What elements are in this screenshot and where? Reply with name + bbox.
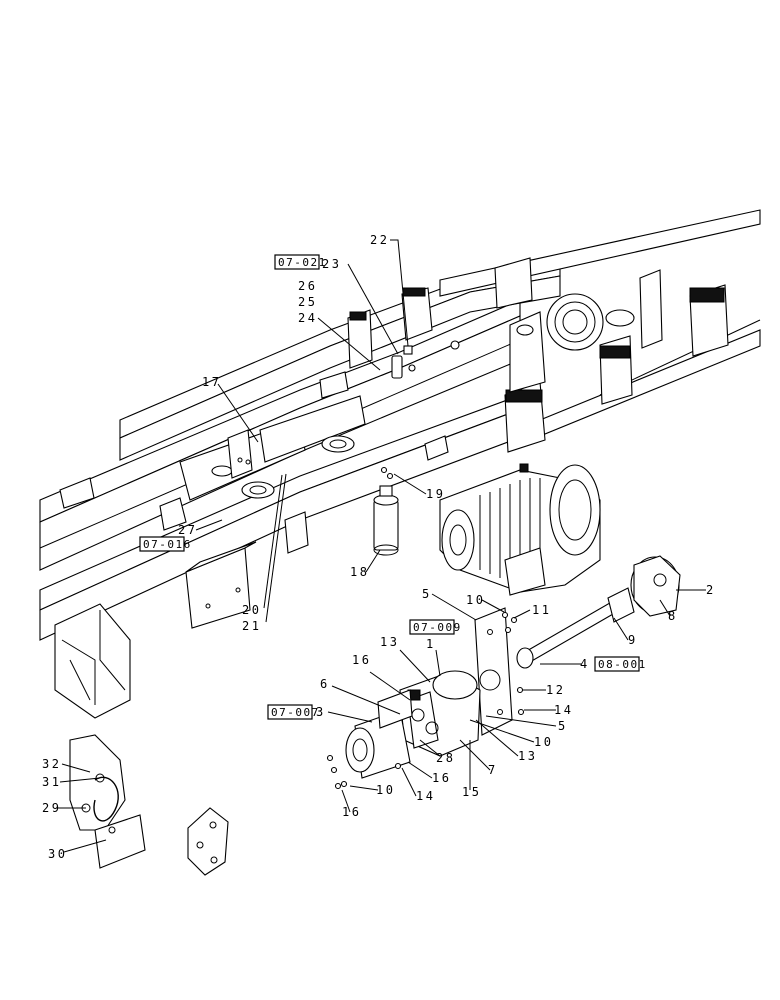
callout-21: 21 bbox=[242, 619, 261, 633]
callout-2: 2 bbox=[706, 583, 716, 597]
callout-10: 10 bbox=[376, 783, 395, 797]
coupling-housing bbox=[630, 555, 681, 617]
callout-23: 23 bbox=[322, 257, 341, 271]
callout-29: 29 bbox=[42, 801, 61, 815]
callout-5: 5 bbox=[422, 587, 432, 601]
callout-7: 7 bbox=[488, 763, 498, 777]
callout-30: 30 bbox=[48, 847, 67, 861]
callout-18: 18 bbox=[350, 565, 369, 579]
callout-20: 20 bbox=[242, 603, 261, 617]
callout-16: 16 bbox=[352, 653, 371, 667]
pump-assembly bbox=[345, 670, 481, 779]
callout-16: 16 bbox=[432, 771, 451, 785]
fasteners bbox=[326, 345, 525, 790]
reference-08-001: 08-001 bbox=[598, 658, 647, 671]
callout-4: 4 bbox=[580, 657, 590, 671]
callout-16: 16 bbox=[342, 805, 361, 819]
filter-canister bbox=[373, 485, 399, 556]
callout-14: 14 bbox=[416, 789, 435, 803]
callout-25: 25 bbox=[298, 295, 317, 309]
callout-10: 10 bbox=[466, 593, 485, 607]
callout-5: 5 bbox=[558, 719, 568, 733]
callout-8: 8 bbox=[668, 609, 678, 623]
hose-assembly bbox=[69, 734, 146, 869]
callout-32: 32 bbox=[42, 757, 61, 771]
callout-14: 14 bbox=[554, 703, 573, 717]
callout-3: 3 bbox=[316, 705, 326, 719]
callout-12: 12 bbox=[546, 683, 565, 697]
chassis-frame bbox=[39, 209, 761, 719]
callout-19: 19 bbox=[426, 487, 445, 501]
leader-lines bbox=[56, 239, 706, 853]
callout-28: 28 bbox=[436, 751, 455, 765]
driveshaft bbox=[516, 587, 635, 669]
callout-13: 13 bbox=[518, 749, 537, 763]
reference-07-021: 07-021 bbox=[278, 256, 327, 269]
callout-31: 31 bbox=[42, 775, 61, 789]
pump-mount-plate bbox=[474, 607, 513, 736]
callout-22: 22 bbox=[370, 233, 389, 247]
callout-13: 13 bbox=[380, 635, 399, 649]
callout-10: 10 bbox=[534, 735, 553, 749]
callout-24: 24 bbox=[298, 311, 317, 325]
callout-labels: 1 2 3 4 5 5 6 7 8 9 10 10 10 11 12 13 13… bbox=[42, 233, 716, 861]
reference-07-009: 07-009 bbox=[413, 621, 462, 634]
reference-07-007: 07-007 bbox=[271, 706, 320, 719]
callout-15: 15 bbox=[462, 785, 481, 799]
callout-27: 27 bbox=[178, 523, 197, 537]
callout-1: 1 bbox=[426, 637, 436, 651]
callout-17: 17 bbox=[202, 375, 221, 389]
callout-9: 9 bbox=[628, 633, 638, 647]
callout-26: 26 bbox=[298, 279, 317, 293]
callout-11: 11 bbox=[532, 603, 551, 617]
reference-boxes: 07-021 07-016 07-009 08-001 07-007 bbox=[139, 254, 647, 720]
transmission bbox=[439, 463, 601, 596]
callout-6: 6 bbox=[320, 677, 330, 691]
reference-07-016: 07-016 bbox=[143, 538, 192, 551]
plate-bracket bbox=[187, 807, 229, 876]
